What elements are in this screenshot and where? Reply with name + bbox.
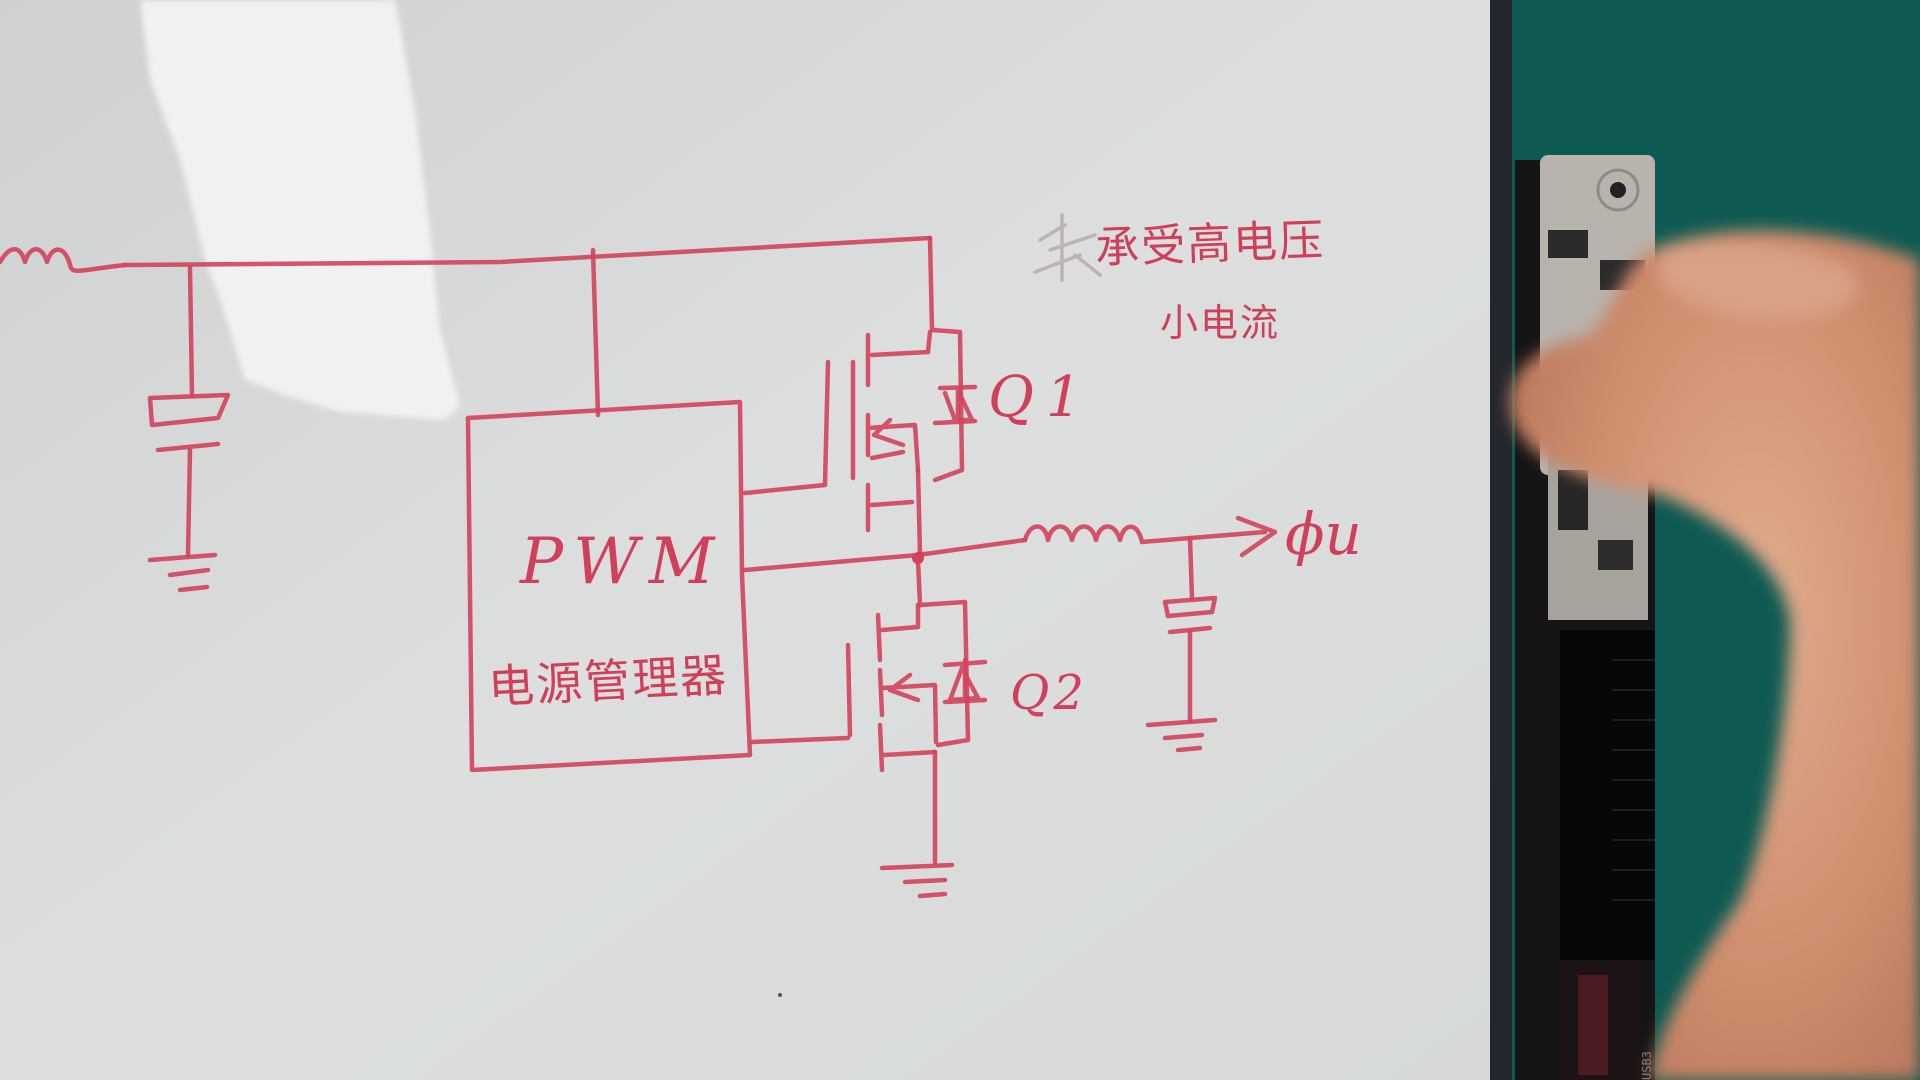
output-arrow: [1235, 515, 1278, 558]
q1-label: Q1: [988, 365, 1094, 430]
struck-character: [1033, 213, 1102, 282]
power-management-label: 电源管理器: [486, 647, 730, 715]
cpu-output-label: ϕu: [1285, 500, 1362, 568]
blurred-hand: [1509, 230, 1920, 1080]
glare-reflection: [140, 0, 460, 420]
q2-label: Q2: [1010, 665, 1088, 721]
ground-symbol-output: [1145, 717, 1218, 753]
input-capacitor: [147, 392, 231, 428]
output-inductor: [1022, 524, 1268, 545]
whiteboard: [0, 0, 1512, 1080]
q1-mosfet: [850, 329, 933, 533]
input-inductor: [0, 247, 128, 274]
input-rail: [122, 235, 933, 268]
switch-node: [742, 537, 1028, 573]
ground-symbol-left: [147, 552, 218, 593]
usb3-label: USB3: [1640, 1051, 1654, 1080]
ground-symbol-bottom: [879, 862, 955, 899]
circuit-diagram: [0, 235, 1278, 997]
pwm-label: PWM: [520, 525, 725, 599]
pwm-controller-box: [465, 399, 753, 773]
note-small-current: 小电流: [1160, 301, 1281, 345]
q2-mosfet: [845, 602, 939, 773]
note-high-voltage: 承受高电压: [1094, 214, 1326, 274]
